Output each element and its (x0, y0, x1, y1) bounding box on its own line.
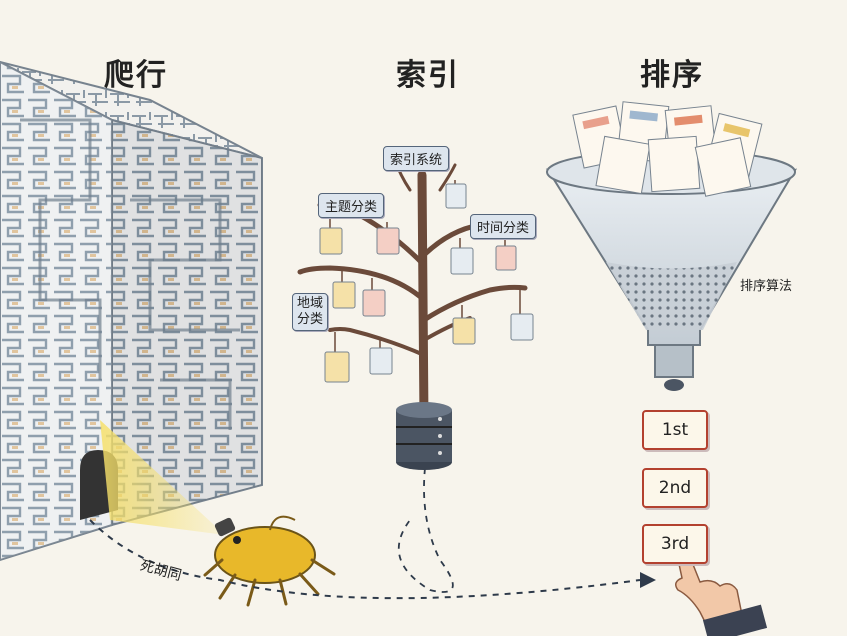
rank-title: 排序 (640, 58, 704, 93)
region-category-line2: 分类 (297, 312, 324, 327)
crawler-bug (203, 515, 336, 607)
rank-1st: 1st (642, 410, 708, 450)
maze-cube (0, 60, 263, 562)
topic-category-tag: 主题分类 (318, 193, 385, 218)
crawl-path-line (89, 519, 641, 600)
rank-3rd: 3rd (642, 524, 708, 564)
rank-2nd: 2nd (642, 468, 708, 508)
region-category-line1: 地域 (297, 296, 324, 311)
document-pile (572, 101, 763, 197)
path-arrowhead (640, 572, 656, 588)
index-loop-line (397, 467, 454, 593)
region-category-tag: 地域 分类 (292, 293, 329, 331)
index-system-tag: 索引系统 (383, 146, 450, 171)
index-title: 索引 (396, 58, 460, 93)
flashlight-beam (100, 420, 225, 535)
crawl-title: 爬行 (104, 58, 168, 93)
time-category-tag: 时间分类 (470, 214, 537, 239)
tree-tags (319, 180, 534, 383)
ranking-algorithm-label: 排序算法 (740, 279, 793, 294)
database-icon (396, 402, 452, 470)
